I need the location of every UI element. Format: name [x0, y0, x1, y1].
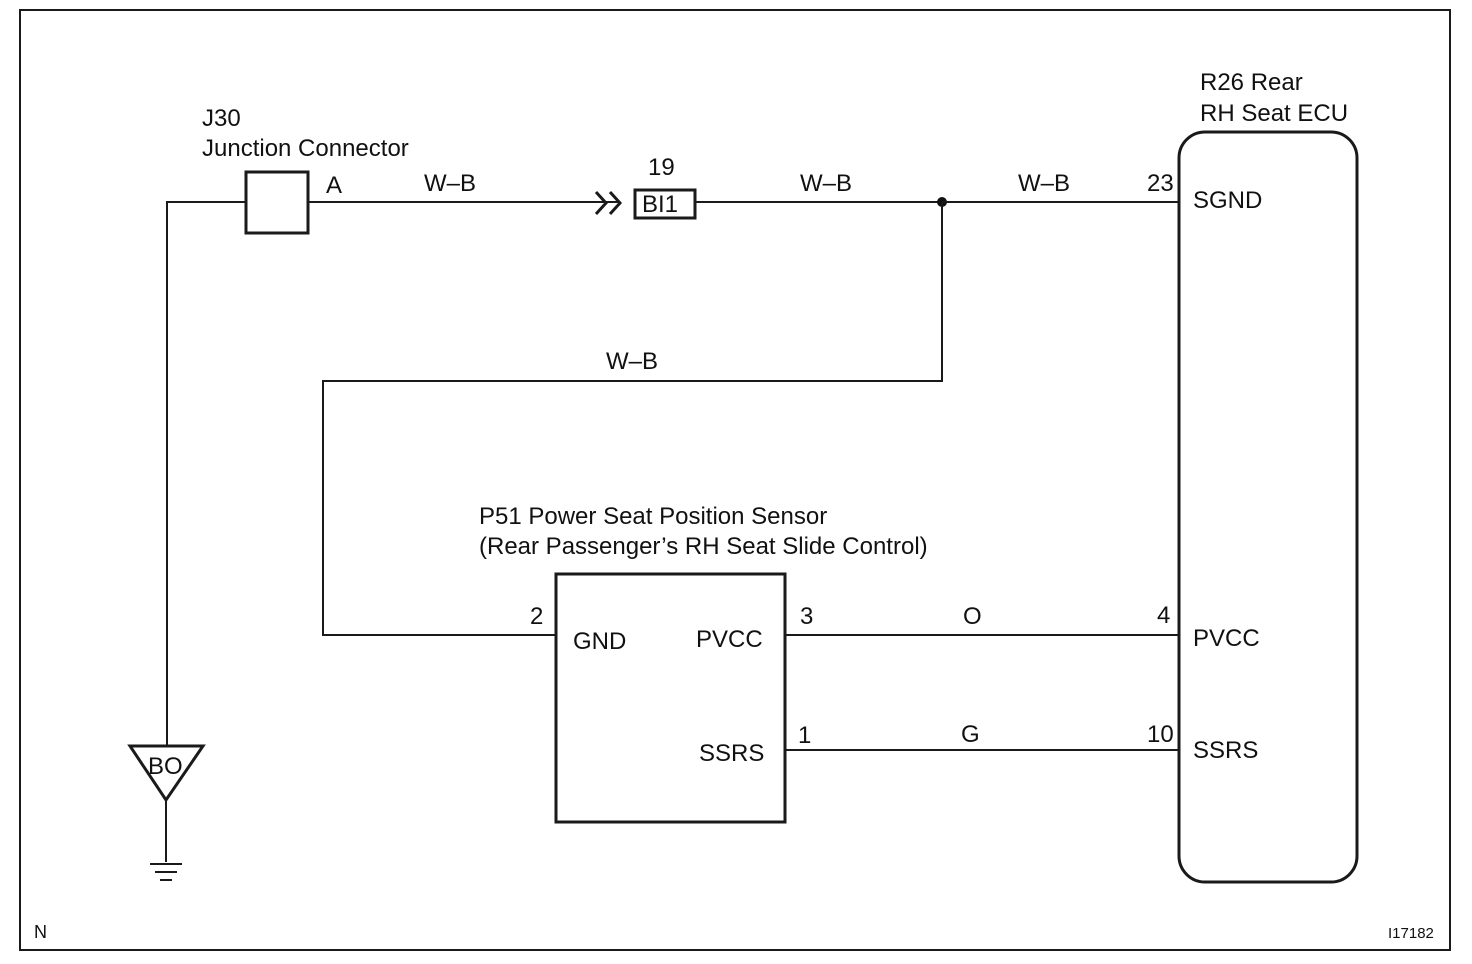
- connector-arrow-1: [594, 190, 609, 216]
- splice-connector-box: [633, 188, 697, 220]
- sensor-pin-ssrs-name: SSRS: [699, 740, 764, 767]
- ecu-pin-pvcc-number: 4: [1157, 602, 1170, 629]
- ecu-box: [1177, 130, 1359, 884]
- ecu-label-line2: RH Seat ECU: [1200, 100, 1348, 127]
- ground-connector-triangle: [127, 744, 206, 803]
- sensor-pin-gnd-number: 2: [530, 603, 543, 630]
- ecu-pin-pvcc-name: PVCC: [1193, 625, 1260, 652]
- connector-arrow-2: [608, 190, 623, 216]
- wire-label-w2: W–B: [800, 170, 852, 197]
- sensor-box: [554, 572, 787, 824]
- junction-label-line2: Junction Connector: [202, 135, 409, 162]
- splice-pin-number: 19: [648, 154, 675, 181]
- ground-connector-label: BO: [148, 753, 183, 780]
- wire-junction-to-ground: [166, 201, 246, 747]
- ecu-pin-sgnd-name: SGND: [1193, 187, 1262, 214]
- sensor-label-line2: (Rear Passenger’s RH Seat Slide Control): [479, 533, 928, 560]
- ecu-label-line1: R26 Rear: [1200, 69, 1303, 96]
- wire-label-ssrs: G: [961, 721, 980, 748]
- sensor-pin-pvcc-name: PVCC: [696, 626, 763, 653]
- diagram-frame: [19, 9, 1451, 951]
- wire-node-to-sensor-gnd: [322, 202, 943, 636]
- footer-left-mark: N: [34, 922, 47, 942]
- wire-label-w1: W–B: [424, 170, 476, 197]
- sensor-pin-ssrs-number: 1: [798, 722, 811, 749]
- ecu-pin-ssrs-name: SSRS: [1193, 737, 1258, 764]
- sensor-pin-gnd-name: GND: [573, 628, 626, 655]
- footer-figure-code: I17182: [1388, 925, 1434, 942]
- sensor-pin-pvcc-number: 3: [800, 603, 813, 630]
- ecu-pin-sgnd-number: 23: [1147, 170, 1174, 197]
- junction-connector-box: [244, 170, 310, 235]
- splice-code: BI1: [642, 191, 678, 218]
- ecu-pin-ssrs-number: 10: [1147, 721, 1174, 748]
- wire-label-w4: W–B: [606, 348, 658, 375]
- wire-label-pvcc: O: [963, 603, 982, 630]
- sensor-label-line1: P51 Power Seat Position Sensor: [479, 503, 827, 530]
- junction-pin-label: A: [326, 172, 342, 199]
- wire-label-w3: W–B: [1018, 170, 1070, 197]
- junction-label-line1: J30: [202, 105, 241, 132]
